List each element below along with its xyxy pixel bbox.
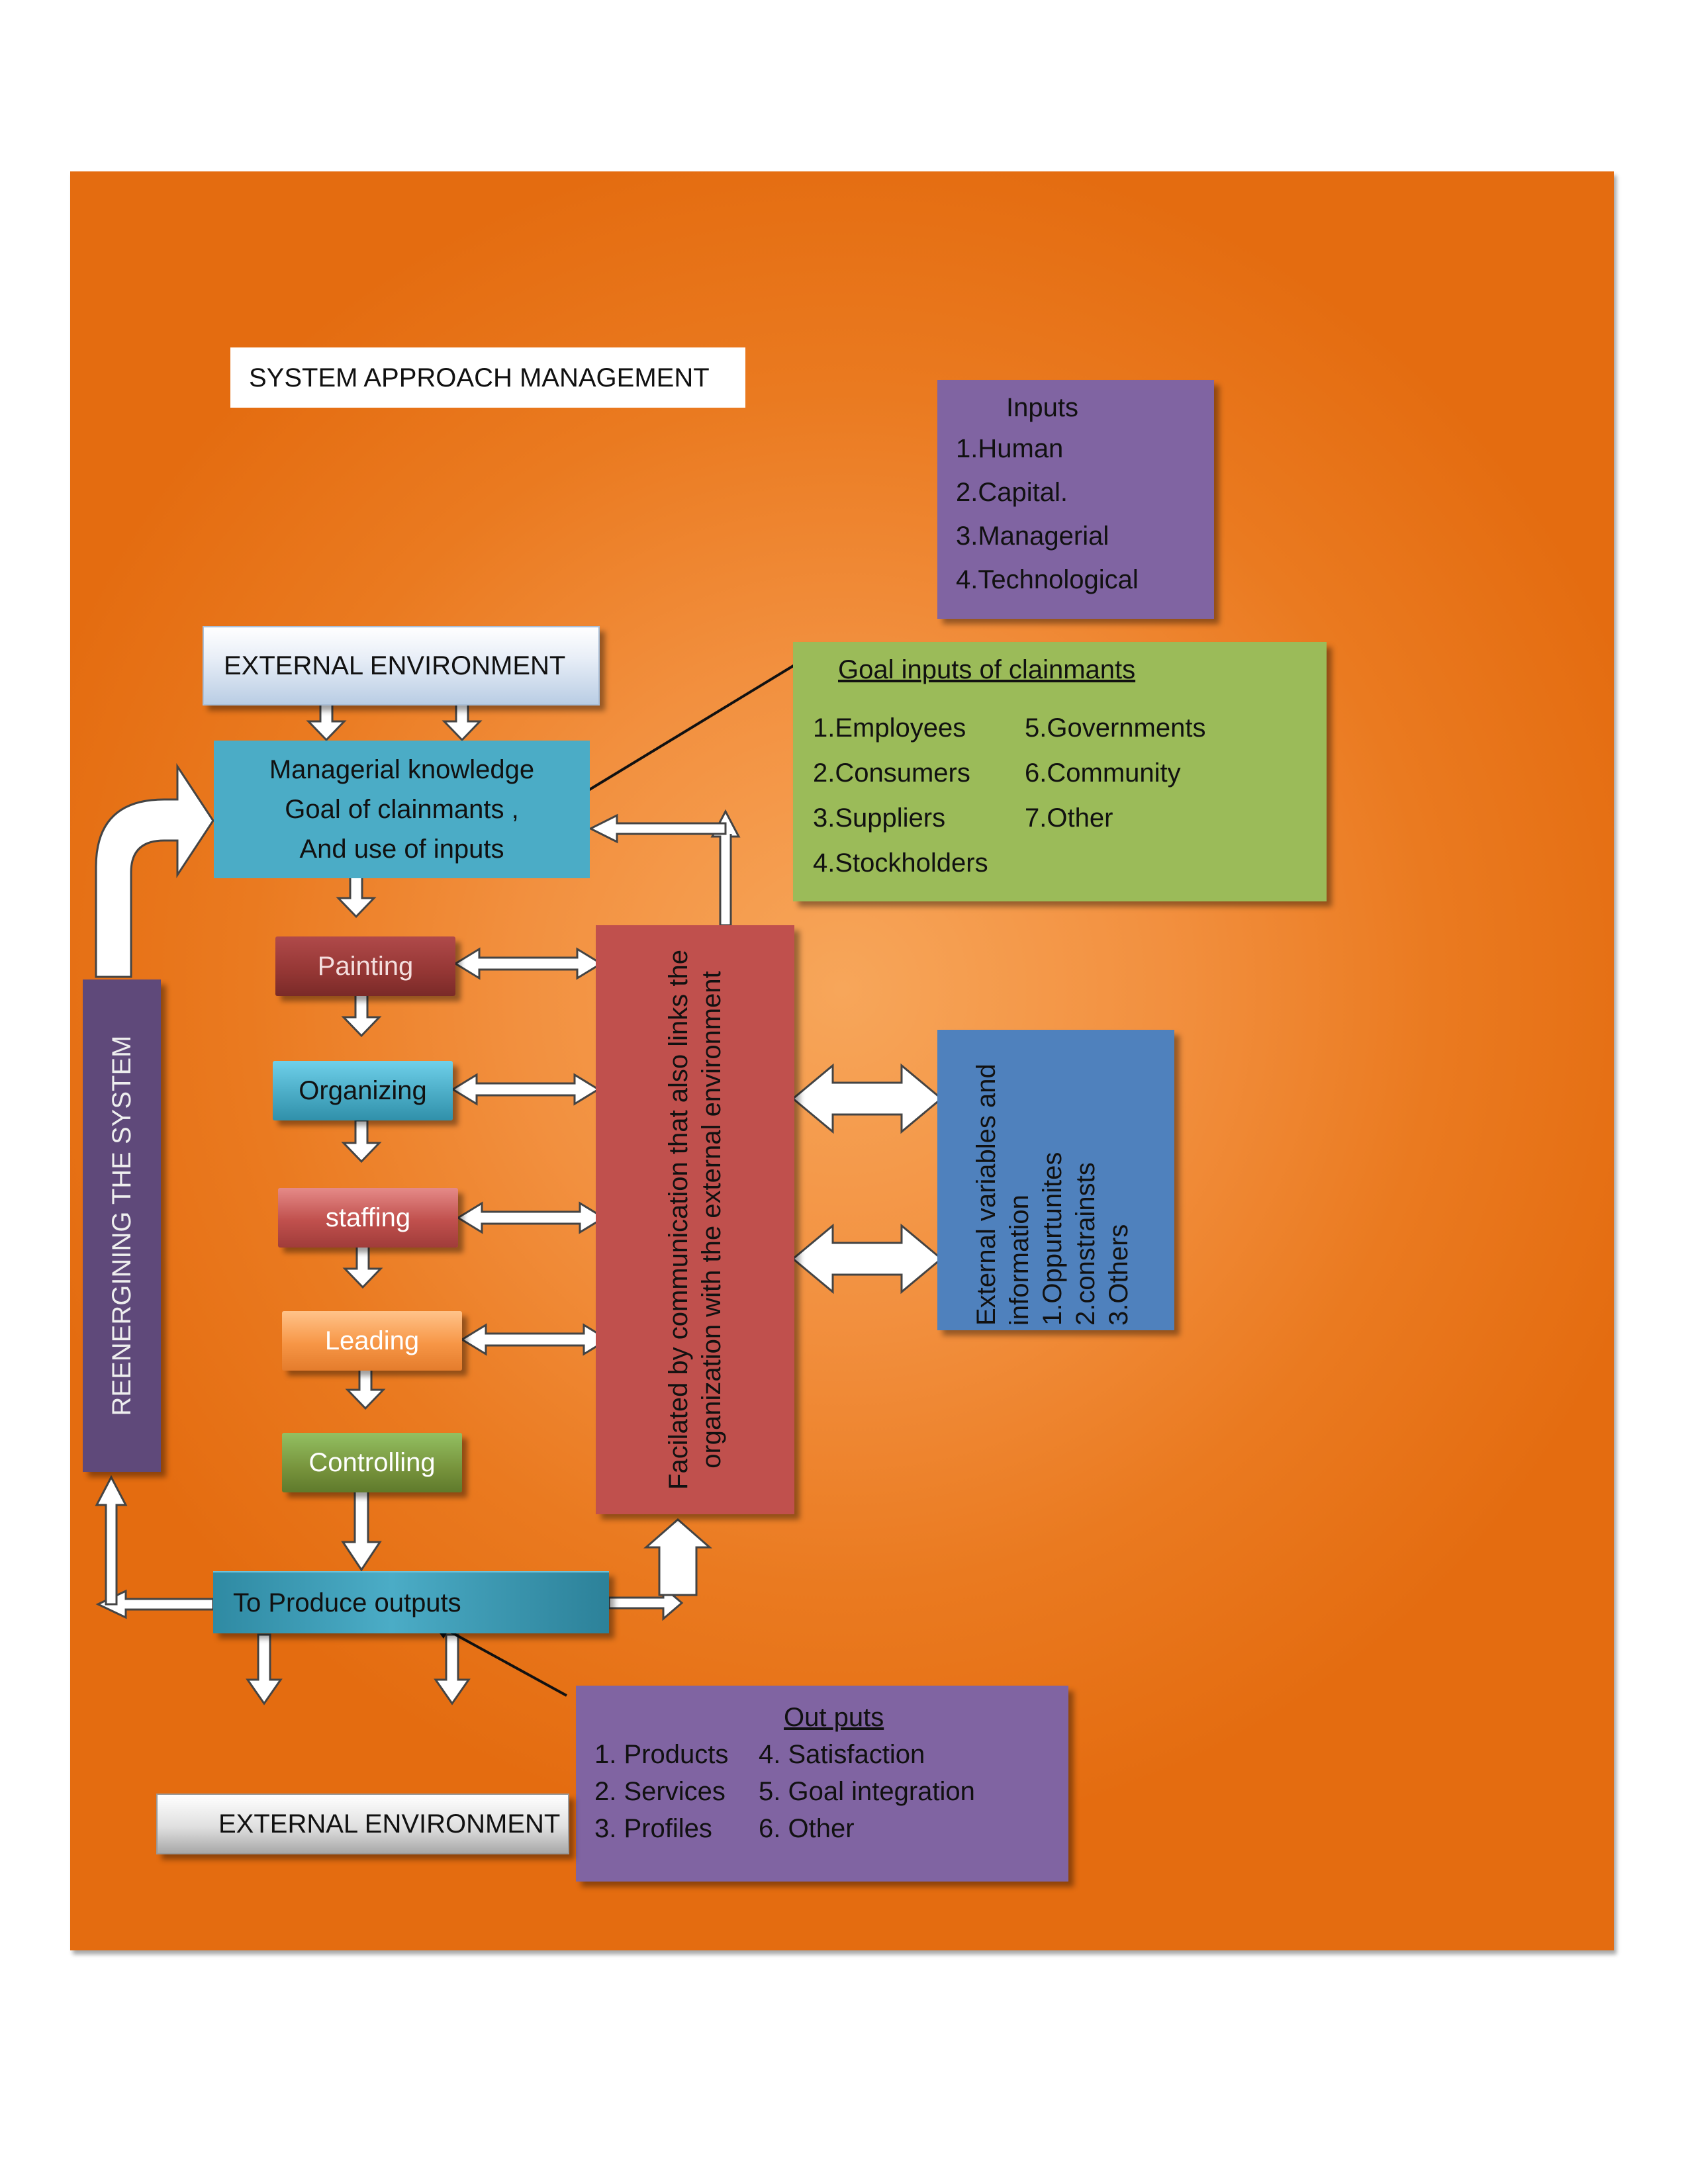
communication-line: organization with the external environme… [697, 971, 726, 1469]
outputs-item: 1. Products [594, 1740, 729, 1769]
managerial-line: Goal of clainmants , [285, 795, 519, 824]
goal-item: 6.Community [1025, 758, 1181, 788]
down-arrow-3 [342, 1119, 381, 1163]
goal-item: 7.Other [1025, 803, 1113, 833]
goal-item: 1.Employees [813, 713, 966, 743]
outputs-box: Out puts 1. Products 4. Satisfaction 2. … [576, 1686, 1068, 1882]
down-arrow-4 [344, 1245, 382, 1289]
managerial-knowledge-box: Managerial knowledge Goal of clainmants … [214, 741, 590, 878]
external-environment-bottom-label: EXTERNAL ENVIRONMENT [218, 1809, 561, 1839]
diagram-title-box: SYSTEM APPROACH MANAGEMENT [230, 347, 745, 408]
communication-box: Facilated by communication that also lin… [596, 925, 794, 1514]
goal-inputs-title: Goal inputs of clainmants [838, 655, 1136, 684]
double-arrow-staffing [457, 1202, 605, 1234]
outputs-item: 5. Goal integration [759, 1777, 975, 1806]
double-arrow-ext-2 [792, 1224, 943, 1293]
down-arrow-6 [341, 1479, 382, 1572]
inputs-item: 1.Human [956, 434, 1064, 463]
inputs-item: 2.Capital. [956, 478, 1068, 507]
managerial-line: And use of inputs [299, 835, 504, 864]
step-staffing: staffing [278, 1188, 458, 1248]
goal-inputs-box: Goal inputs of clainmants 1.Employees 5.… [793, 642, 1327, 901]
outputs-item: 3. Profiles [594, 1814, 712, 1843]
step-organizing-label: Organizing [299, 1076, 427, 1105]
outputs-title: Out puts [784, 1703, 884, 1732]
step-organizing: Organizing [273, 1061, 453, 1120]
outputs-item: 6. Other [759, 1814, 855, 1843]
external-environment-top-label: EXTERNAL ENVIRONMENT [224, 651, 566, 680]
external-variables-line: 2.constrainsts [1071, 1162, 1100, 1326]
feedback-arrow-up-left [710, 809, 741, 927]
step-planning-label: Painting [317, 952, 414, 981]
produce-outputs-label: To Produce outputs [233, 1588, 461, 1617]
inputs-item: 3.Managerial [956, 522, 1109, 551]
diagram-title: SYSTEM APPROACH MANAGEMENT [249, 363, 710, 392]
reenergize-up-arrow [95, 1475, 128, 1606]
double-arrow-planning [454, 948, 602, 979]
communication-line: Facilated by communication that also lin… [664, 950, 693, 1490]
connector-line-goal [572, 662, 799, 801]
double-arrow-leading [461, 1324, 609, 1355]
output-down-arrow-2 [434, 1633, 471, 1706]
reenergize-box: REENERGINING THE SYSTEM [83, 979, 161, 1472]
double-arrow-organizing [451, 1073, 600, 1105]
down-arrow-1 [337, 874, 375, 918]
goal-item: 5.Governments [1025, 713, 1206, 743]
step-planning: Painting [275, 936, 455, 996]
produce-left-arrow [95, 1589, 214, 1619]
external-variables-line: External variables and [972, 1064, 1001, 1326]
down-arrow-2 [342, 993, 381, 1037]
external-variables-line: 1.Oppurtunites [1038, 1152, 1067, 1326]
external-variables-text: External variables and information 1.Opp… [970, 1034, 1135, 1326]
reenergize-curved-arrow [95, 762, 214, 978]
inputs-item: 4.Technological [956, 565, 1139, 594]
feedback-arrow-left [588, 813, 727, 844]
step-leading-label: Leading [324, 1326, 420, 1355]
reenergize-label: REENERGINING THE SYSTEM [107, 1035, 136, 1416]
external-variables-box: External variables and information 1.Opp… [937, 1030, 1174, 1330]
step-leading: Leading [282, 1311, 462, 1371]
external-environment-bottom: EXTERNAL ENVIRONMENT [156, 1794, 569, 1854]
external-variables-line: information [1005, 1195, 1034, 1326]
outputs-pointer-line [443, 1627, 567, 1697]
outputs-item: 4. Satisfaction [759, 1740, 925, 1769]
produce-outputs-box: To Produce outputs [213, 1571, 609, 1633]
goal-item: 4.Stockholders [813, 848, 988, 878]
double-arrow-ext-1 [792, 1064, 943, 1133]
goal-item: 3.Suppliers [813, 803, 946, 833]
communication-text: Facilated by communication that also lin… [662, 935, 728, 1504]
down-arrow-5 [346, 1366, 385, 1410]
step-controlling-label: Controlling [308, 1448, 436, 1477]
output-down-arrow-1 [246, 1633, 283, 1706]
inputs-title: Inputs [1006, 393, 1078, 422]
external-environment-top: EXTERNAL ENVIRONMENT [203, 626, 600, 705]
outputs-item: 2. Services [594, 1777, 726, 1806]
communication-up-arrow [643, 1518, 712, 1596]
inputs-box: Inputs 1.Human 2.Capital. 3.Managerial 4… [937, 380, 1214, 619]
goal-item: 2.Consumers [813, 758, 970, 788]
external-variables-line: 3.Others [1104, 1224, 1133, 1326]
step-staffing-label: staffing [325, 1203, 411, 1232]
managerial-line: Managerial knowledge [269, 755, 535, 784]
step-controlling: Controlling [282, 1433, 462, 1492]
